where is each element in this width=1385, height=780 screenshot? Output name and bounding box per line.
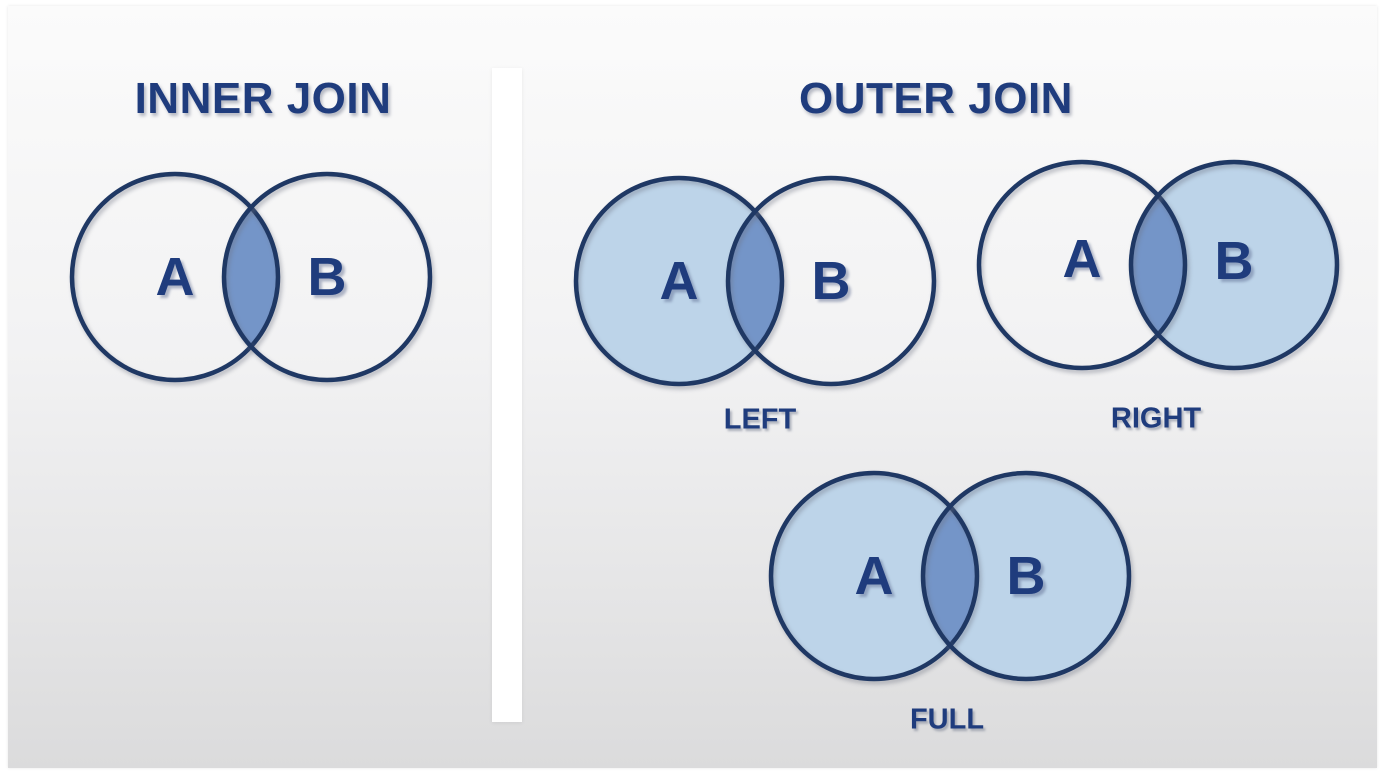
circle-b-outline — [725, 175, 937, 387]
left-join-venn: A B — [571, 171, 939, 391]
set-a-label: A — [155, 247, 195, 307]
full-join-venn: A B — [766, 466, 1134, 686]
set-a-label: A — [1062, 229, 1102, 289]
section-divider — [492, 68, 522, 722]
circle-b-outline — [1128, 159, 1340, 371]
circle-a-outline — [976, 159, 1188, 371]
full-join-caption: FULL — [909, 703, 985, 736]
circle-b-fill — [1131, 162, 1337, 368]
circle-a-outline — [768, 470, 980, 682]
left-join-venn-svg — [573, 175, 937, 387]
set-a-label: A — [854, 546, 894, 606]
circle-a-fill — [576, 178, 782, 384]
circle-b-outline — [221, 171, 433, 383]
right-join-caption: RIGHT — [1110, 402, 1202, 435]
inner-join-title: INNER JOIN — [134, 74, 392, 123]
set-b-label: B — [811, 251, 851, 311]
full-join-venn-svg — [768, 470, 1132, 682]
right-join-venn: A B — [974, 155, 1342, 375]
circle-b-fill — [923, 473, 1129, 679]
set-b-label: B — [1214, 231, 1254, 291]
set-a-label: A — [659, 251, 699, 311]
set-b-label: B — [1006, 546, 1046, 606]
circle-a-fill — [771, 473, 977, 679]
left-join-caption: LEFT — [723, 403, 797, 436]
set-b-label: B — [307, 247, 347, 307]
circle-b-outline — [920, 470, 1132, 682]
inner-join-venn-svg — [69, 171, 433, 383]
right-join-venn-svg — [976, 159, 1340, 371]
outer-join-title: OUTER JOIN — [799, 74, 1073, 123]
circle-a-outline — [69, 171, 281, 383]
slide-background — [8, 6, 1377, 768]
inner-join-venn: A B — [67, 167, 435, 387]
circle-a-outline — [573, 175, 785, 387]
